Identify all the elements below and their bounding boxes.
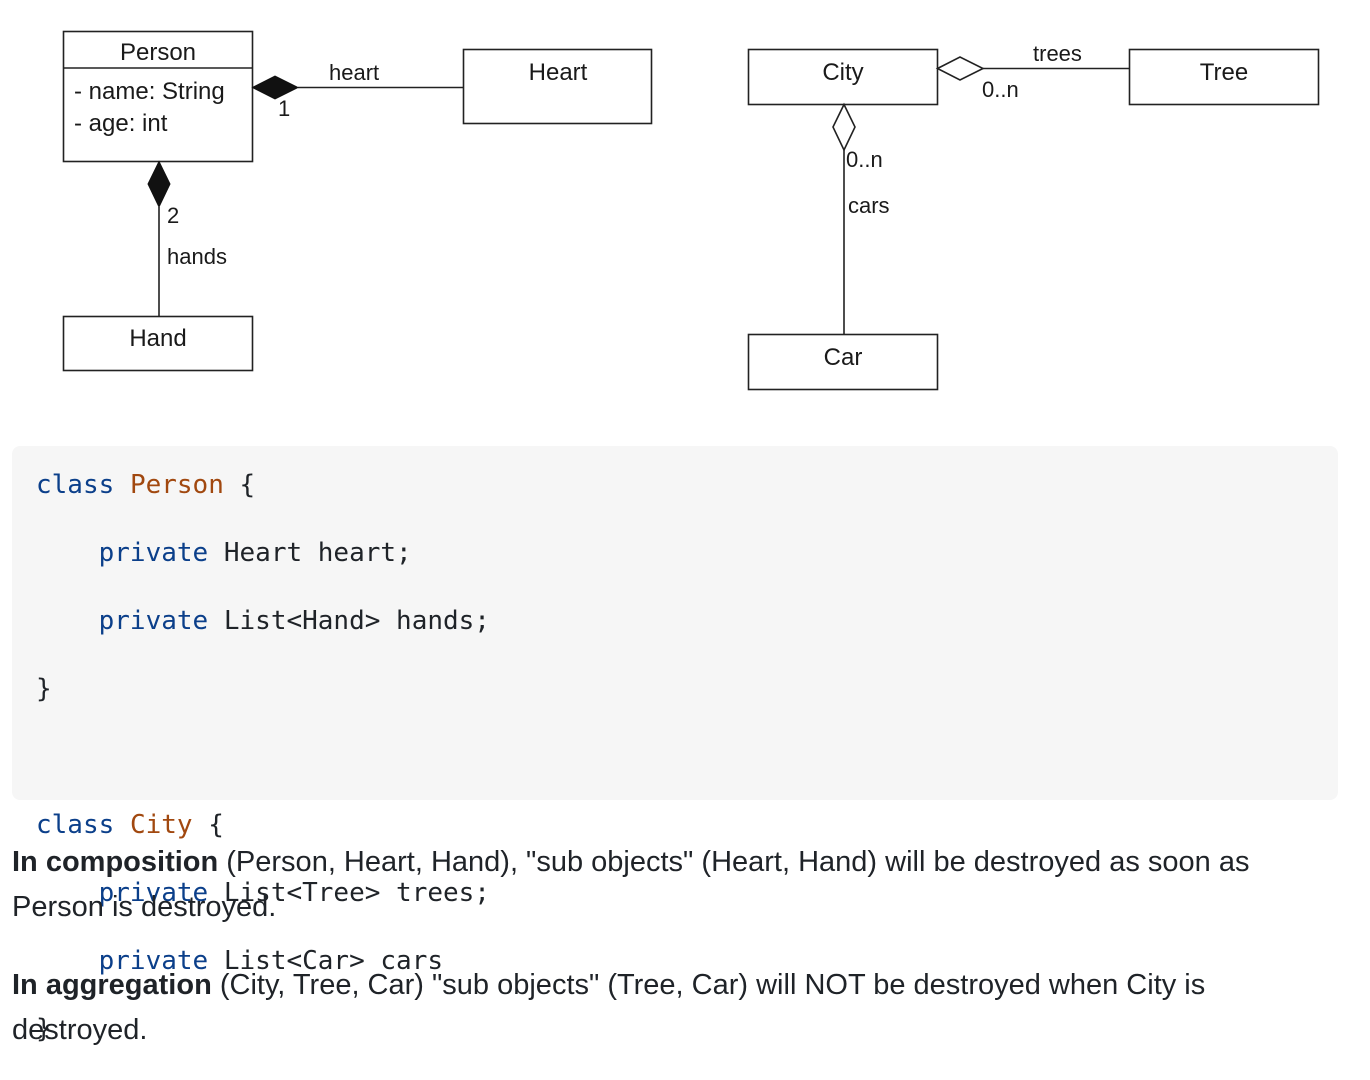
- code-token: [114, 810, 130, 840]
- code-token: private: [98, 946, 209, 976]
- code-token: class: [36, 810, 115, 840]
- tree-class-name: Tree: [1200, 59, 1248, 86]
- uml-diagram: Person - name: String - age: int Heart H…: [62, 30, 1320, 391]
- code-token: }: [36, 1014, 52, 1044]
- city-class-box: City: [747, 48, 939, 106]
- aggregation-heading: In aggregation: [12, 969, 212, 1001]
- heart-class-name: Heart: [529, 59, 588, 86]
- code-token: private: [98, 878, 209, 908]
- car-multiplicity-label: 0..n: [846, 147, 883, 172]
- code-line: }: [36, 672, 1338, 706]
- code-token: List<Car> cars: [208, 946, 444, 976]
- heart-composition-diamond: [251, 75, 300, 100]
- heart-composition-link: heart 1: [251, 60, 464, 121]
- code-token: [114, 470, 130, 500]
- hand-class-name: Hand: [129, 325, 186, 352]
- tree-multiplicity-label: 0..n: [982, 77, 1019, 102]
- code-token: [36, 538, 99, 568]
- code-line: private List<Hand> hands;: [36, 604, 1338, 638]
- code-token: List<Tree> trees;: [208, 878, 490, 908]
- city-class-name: City: [822, 59, 863, 86]
- person-attribute-name: - name: String: [74, 78, 225, 105]
- code-token: Person: [129, 470, 224, 500]
- person-class-box: Person - name: String - age: int: [62, 30, 254, 163]
- composition-paragraph: In composition (Person, Heart, Hand), "s…: [12, 840, 1342, 930]
- code-token: }: [36, 674, 52, 704]
- code-token: City: [129, 810, 193, 840]
- car-role-label: cars: [848, 193, 890, 218]
- aggregation-text: (City, Tree, Car) "sub objects" (Tree, C…: [12, 969, 1206, 1046]
- tree-aggregation-link: trees 0..n: [935, 41, 1130, 102]
- code-line: class City {: [36, 808, 1338, 842]
- hand-composition-link: 2 hands: [147, 160, 227, 317]
- code-token: private: [98, 538, 209, 568]
- hand-role-label: hands: [167, 244, 227, 269]
- heart-multiplicity-label: 1: [278, 96, 290, 121]
- car-aggregation-diamond: [832, 102, 856, 152]
- hand-composition-diamond: [147, 160, 171, 209]
- code-line: }: [36, 1012, 1338, 1046]
- hand-multiplicity-label: 2: [167, 203, 179, 228]
- car-class-box: Car: [747, 333, 939, 391]
- code-line-blank: [36, 740, 1338, 774]
- car-aggregation-link: 0..n cars: [832, 102, 890, 335]
- code-token: private: [98, 606, 209, 636]
- car-class-name: Car: [824, 344, 863, 371]
- code-line: private Heart heart;: [36, 536, 1338, 570]
- code-token: {: [192, 810, 224, 840]
- tree-class-box: Tree: [1128, 48, 1320, 106]
- person-attribute-age: - age: int: [74, 110, 168, 137]
- code-token: Heart heart;: [208, 538, 412, 568]
- code-token: [36, 606, 99, 636]
- code-token: List<Hand> hands;: [208, 606, 490, 636]
- code-line: class Person {: [36, 468, 1338, 502]
- code-token: {: [223, 470, 256, 500]
- code-line: private List<Car> cars: [36, 944, 1338, 978]
- composition-text: (Person, Heart, Hand), "sub objects" (He…: [12, 846, 1250, 923]
- heart-role-label: heart: [329, 60, 379, 85]
- aggregation-paragraph: In aggregation (City, Tree, Car) "sub ob…: [12, 963, 1342, 1053]
- code-block[interactable]: class Person { private Heart heart; priv…: [12, 446, 1338, 1044]
- tree-aggregation-diamond: [935, 56, 985, 81]
- composition-heading: In composition: [12, 846, 219, 878]
- heart-class-box: Heart: [462, 48, 653, 125]
- tree-role-label: trees: [1033, 41, 1082, 66]
- code-token: class: [36, 470, 115, 500]
- person-class-name: Person: [120, 39, 196, 66]
- code-line: private List<Tree> trees;: [36, 876, 1338, 910]
- hand-class-box: Hand: [62, 315, 254, 372]
